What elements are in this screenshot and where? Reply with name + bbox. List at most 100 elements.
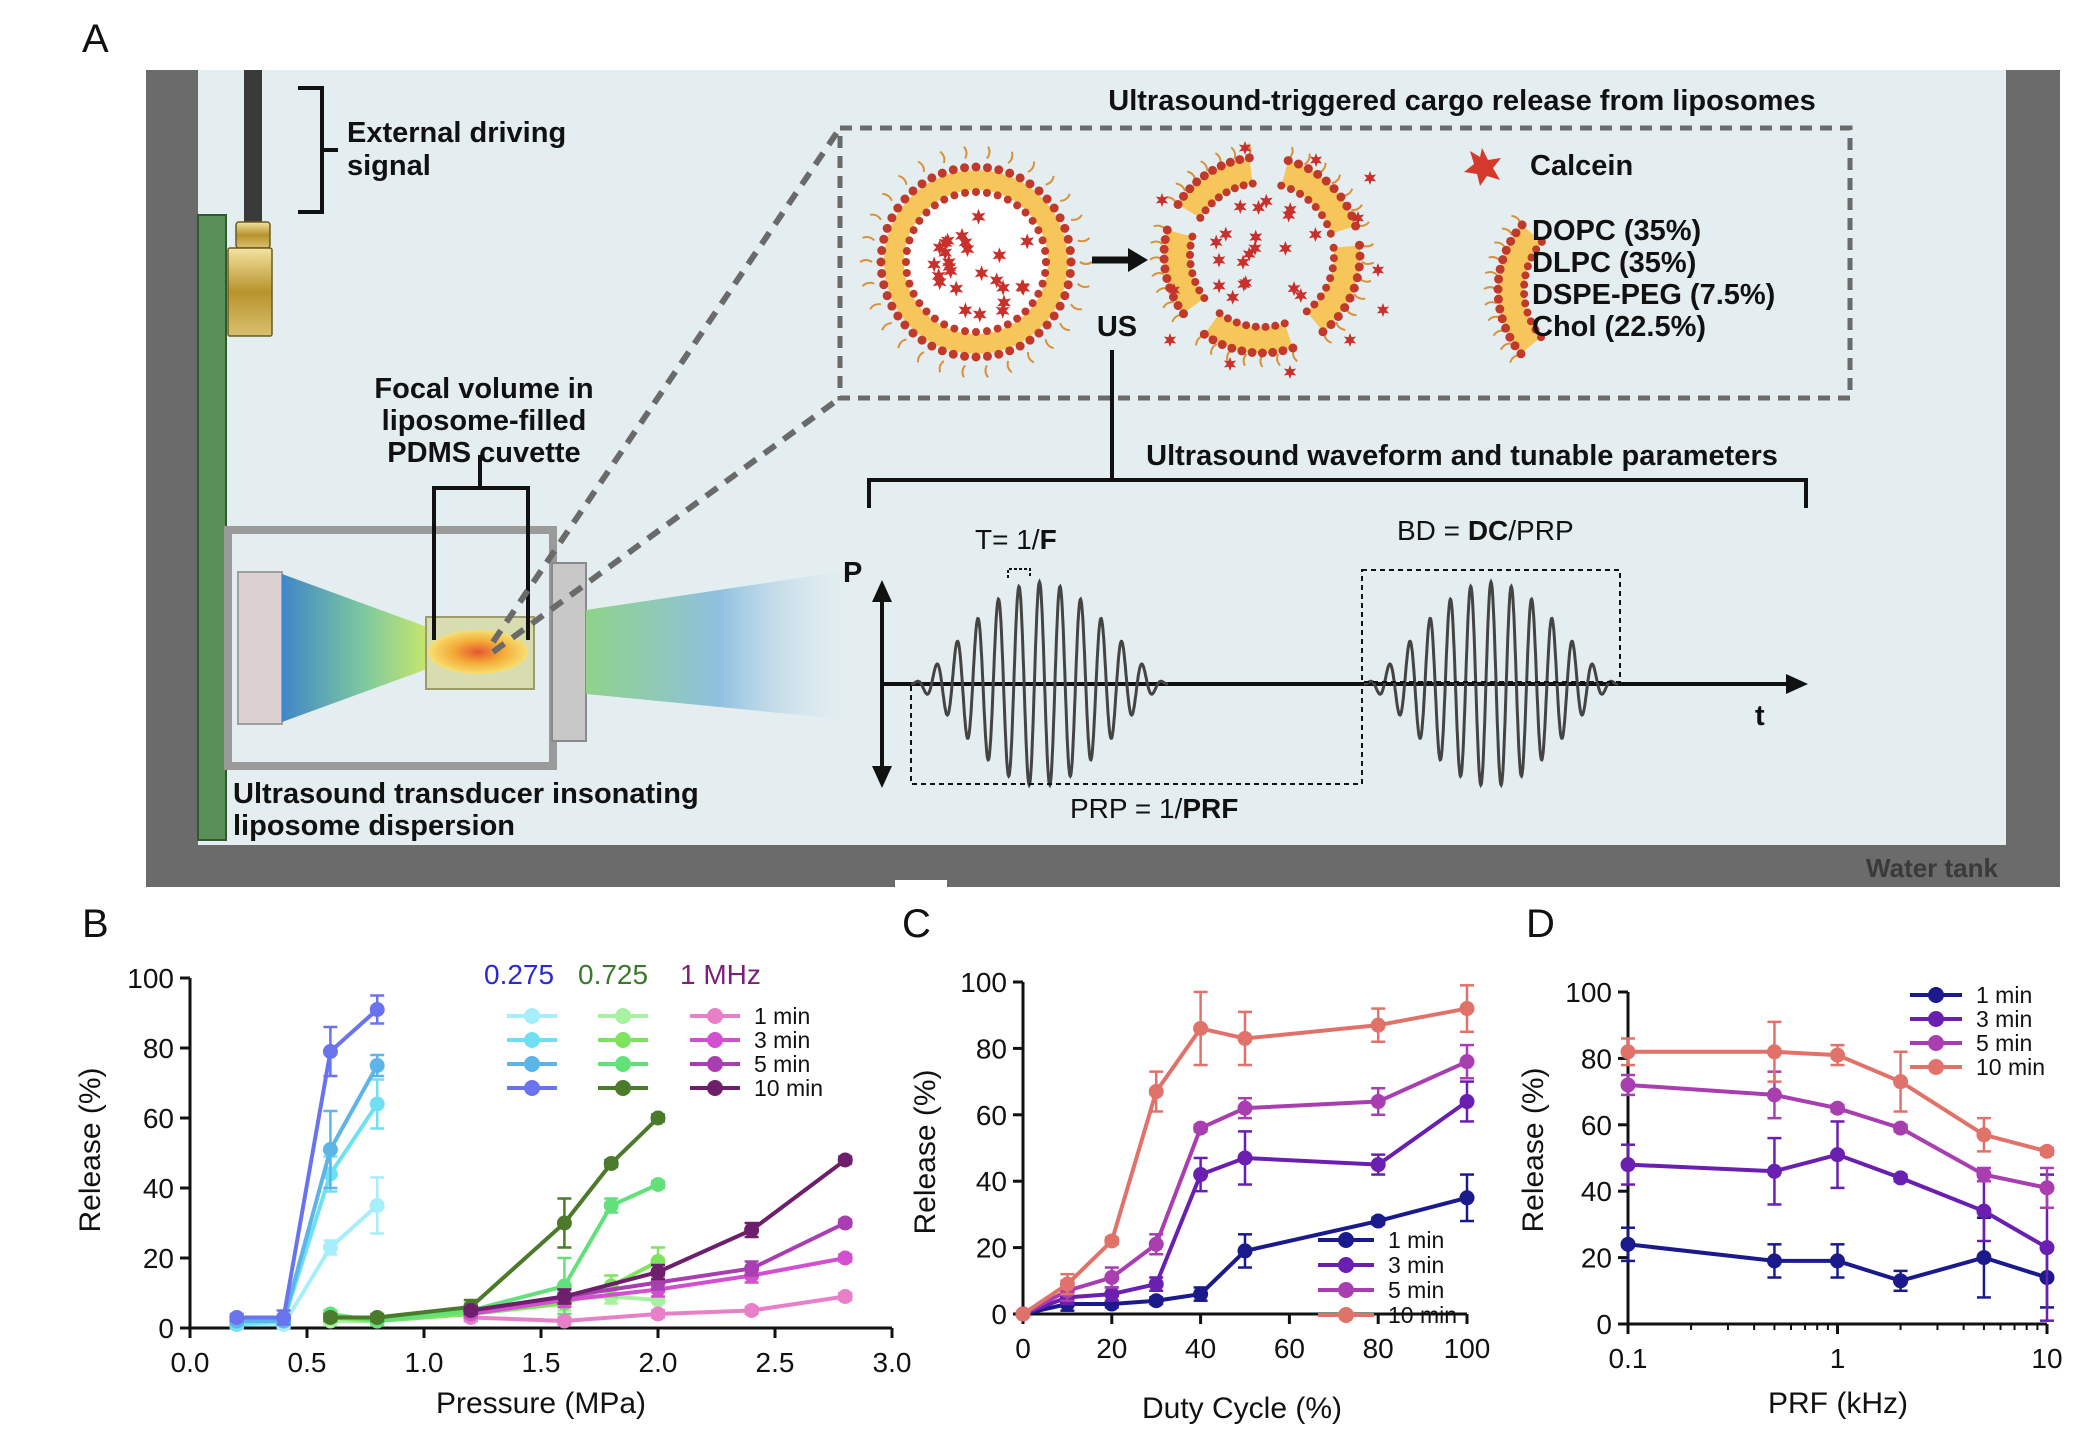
chart-d-data-point bbox=[1893, 1170, 1909, 1186]
chart-d-data-point bbox=[1893, 1120, 1909, 1136]
chart-b-legend-marker bbox=[707, 1032, 723, 1048]
lipid-tail bbox=[1162, 301, 1174, 309]
chart-b-legend-marker bbox=[524, 1080, 540, 1096]
chart-d-data-point bbox=[1766, 1044, 1782, 1060]
chart-b-legend-marker bbox=[615, 1080, 631, 1096]
lipid-tail bbox=[1501, 227, 1513, 236]
t-label: t bbox=[1755, 700, 1765, 732]
tank-floor bbox=[146, 845, 2060, 887]
ultrasound-beam-inner bbox=[282, 574, 430, 722]
calcein-molecule bbox=[1294, 288, 1308, 303]
chart-b-data-point bbox=[603, 1198, 619, 1213]
lipid-head-inner bbox=[1188, 232, 1197, 241]
chart-c-data-point bbox=[1370, 1213, 1386, 1229]
chart-b-data-point bbox=[650, 1177, 666, 1192]
chart-b-series-line bbox=[236, 1064, 379, 1323]
lipid-head-inner bbox=[1537, 333, 1546, 342]
lipid-head-inner bbox=[1242, 321, 1251, 330]
lipid-tail bbox=[1006, 360, 1013, 374]
chart-d-data-point bbox=[2039, 1180, 2055, 1196]
lipid-tail bbox=[1077, 282, 1090, 289]
period-label: T= 1/F bbox=[975, 524, 1057, 555]
lipid-head-outer bbox=[1294, 159, 1304, 169]
chart-b-y-tick-label: 0 bbox=[158, 1313, 174, 1344]
chart-c-data-point bbox=[1193, 1286, 1209, 1302]
liposome-core bbox=[904, 190, 1048, 334]
lipid-tail bbox=[1361, 260, 1375, 266]
chart-b-data-point bbox=[322, 1310, 338, 1325]
lipid-head-outer bbox=[917, 179, 927, 189]
focal-label-2: liposome-filled bbox=[382, 405, 587, 437]
lipid-head-outer bbox=[882, 223, 892, 233]
lipid-head-outer bbox=[1516, 349, 1526, 359]
waveform-burst-2 bbox=[1364, 578, 1618, 789]
panel-letter-b: B bbox=[82, 902, 109, 946]
chart-d-data-point bbox=[1620, 1157, 1636, 1173]
lipid-tail bbox=[1230, 146, 1237, 160]
chart-b-series-line bbox=[236, 1204, 379, 1327]
lipid-head-inner bbox=[905, 279, 914, 288]
calcein-molecule bbox=[997, 294, 1011, 311]
calcein-molecule bbox=[958, 302, 973, 319]
chart-d-data-point bbox=[1976, 1167, 1992, 1183]
released-calcein bbox=[1167, 283, 1181, 297]
external-signal-label-2: signal bbox=[347, 150, 431, 182]
chart-c-x-tick-label: 20 bbox=[1096, 1333, 1127, 1364]
chart-c-data-point bbox=[1459, 1001, 1475, 1017]
lipid-head-inner bbox=[1261, 322, 1270, 331]
lipid-head-inner bbox=[1527, 253, 1536, 262]
lipid-head-inner bbox=[1038, 236, 1047, 245]
lipid-tail bbox=[939, 150, 946, 164]
calcein-molecule bbox=[1239, 275, 1253, 291]
lipid-head-outer bbox=[927, 341, 937, 351]
chart-d-y-tick-label: 100 bbox=[1565, 977, 1612, 1008]
chart-d-data-point bbox=[1976, 1250, 1992, 1266]
freq-label-1mhz: 1 MHz bbox=[680, 959, 761, 990]
calcein-molecule bbox=[1283, 202, 1297, 218]
chart-b-x-tick-label: 1.0 bbox=[405, 1347, 444, 1378]
lipid-head-outer bbox=[1235, 155, 1245, 165]
chart-c-data-point bbox=[1148, 1236, 1164, 1252]
chart-d-data-point bbox=[1830, 1100, 1845, 1116]
chart-d-x-tick-label: 1 bbox=[1830, 1343, 1846, 1374]
lipid-head-inner bbox=[915, 216, 924, 225]
chart-b-y-tick-label: 60 bbox=[143, 1103, 174, 1134]
chart-b-legend-marker bbox=[524, 1056, 540, 1072]
lipid-head-inner bbox=[1195, 286, 1204, 295]
chart-c-legend-marker bbox=[1338, 1282, 1354, 1298]
lipid-head-outer bbox=[1498, 255, 1508, 265]
calcein-molecule bbox=[960, 241, 975, 258]
lipid-tail bbox=[898, 174, 908, 185]
lipid-head-outer bbox=[917, 335, 927, 345]
cable-connector bbox=[227, 247, 273, 337]
lipid-tail bbox=[882, 192, 893, 202]
chart-d-data-point bbox=[1766, 1163, 1782, 1179]
chart-b-y-tick-label: 100 bbox=[127, 963, 174, 994]
chart-c-series-line bbox=[1022, 1059, 1468, 1316]
chart-c-legend-marker bbox=[1338, 1307, 1354, 1323]
calcein-molecule bbox=[1212, 278, 1226, 294]
lipid-head-inner bbox=[1214, 193, 1223, 202]
lipid-head-inner bbox=[1537, 237, 1546, 246]
lipid-head-outer bbox=[1159, 244, 1169, 254]
lipid-head-outer bbox=[1066, 257, 1076, 267]
membrane-fragment bbox=[1306, 245, 1360, 332]
lipid-head-inner bbox=[915, 299, 924, 308]
lipid-head-outer bbox=[900, 320, 910, 330]
lipid-head-outer bbox=[1321, 176, 1331, 186]
released-calcein bbox=[1376, 303, 1390, 317]
lipid-head-inner bbox=[1326, 274, 1335, 283]
chart-c-x-tick-label: 100 bbox=[1444, 1333, 1491, 1364]
transducer-label-2: liposome dispersion bbox=[233, 810, 515, 842]
lipid-head-outer bbox=[1247, 347, 1257, 357]
chart-b-data-point bbox=[322, 1240, 338, 1255]
lipid-head-outer bbox=[971, 162, 981, 172]
chart-d-data-point bbox=[1766, 1087, 1782, 1103]
membrane-fragment bbox=[1178, 157, 1253, 218]
chart-d-data-point bbox=[1893, 1273, 1909, 1289]
lipid-head-outer bbox=[908, 328, 918, 338]
calcein-molecule bbox=[942, 259, 957, 275]
lipid-tail bbox=[1210, 343, 1218, 355]
lipid-tail bbox=[1175, 182, 1186, 192]
